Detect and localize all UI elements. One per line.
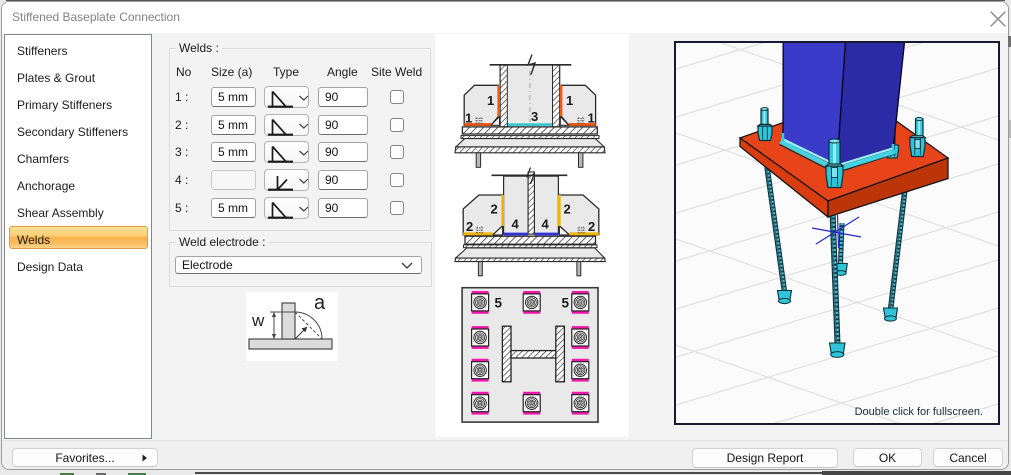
svg-text:1: 1	[588, 111, 595, 126]
svg-text:5: 5	[562, 296, 570, 311]
svg-text:3: 3	[531, 109, 538, 124]
svg-text:1: 1	[465, 111, 472, 126]
svg-text:w: w	[251, 311, 265, 330]
svg-text:1: 1	[487, 93, 494, 108]
svg-text:2: 2	[491, 202, 498, 217]
svg-text:5: 5	[495, 296, 503, 311]
svg-text:4: 4	[512, 217, 520, 232]
svg-text:2: 2	[564, 202, 571, 217]
svg-text:2: 2	[466, 219, 473, 234]
svg-text:4: 4	[542, 217, 550, 232]
svg-text:1: 1	[566, 93, 573, 108]
svg-text:2: 2	[588, 219, 595, 234]
svg-text:a: a	[314, 292, 326, 314]
